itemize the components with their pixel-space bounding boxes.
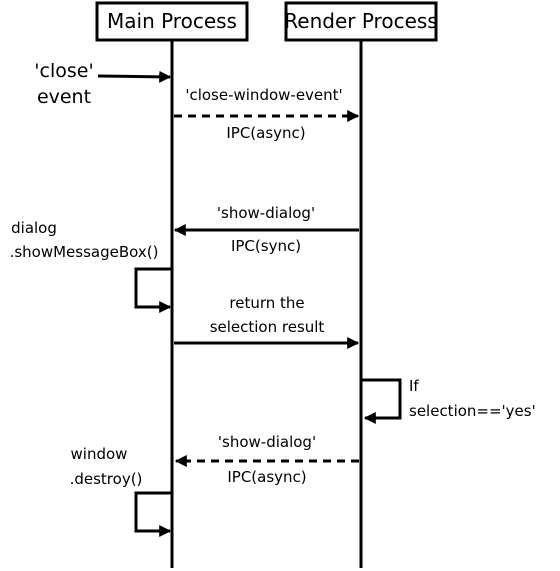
window-destroy-self-arrow xyxy=(134,491,172,537)
return-selection-label-line2: selection result xyxy=(210,318,325,336)
if-selection-self-arrow xyxy=(361,378,402,424)
close-event-label-line1: 'close' xyxy=(34,60,93,82)
show-message-box-label-line2: .showMessageBox() xyxy=(10,243,159,261)
close-event-arrow xyxy=(97,70,172,83)
render-process-box: Render Process xyxy=(284,1,438,42)
close-event-label-line2: event xyxy=(37,86,91,108)
show-message-box-label-line1: dialog xyxy=(11,219,57,237)
show-dialog-sync-label: 'show-dialog' xyxy=(217,204,315,222)
close-window-event-label: 'close-window-event' xyxy=(185,86,342,104)
show-dialog-sync-ipc-label: IPC(sync) xyxy=(231,237,301,255)
return-selection-label-line1: return the xyxy=(229,294,304,312)
show-dialog-async-ipc-label: IPC(async) xyxy=(227,468,306,486)
window-destroy-label-line1: window xyxy=(71,445,128,463)
main-process-box: Main Process xyxy=(95,1,249,42)
close-window-event-ipc-label: IPC(async) xyxy=(226,124,305,142)
if-selection-label-line2: selection=='yes' xyxy=(409,402,536,420)
window-destroy-label-line2: .destroy() xyxy=(70,470,143,488)
if-selection-label-line1: If xyxy=(409,377,419,395)
show-message-box-self-arrow xyxy=(134,267,172,313)
show-dialog-async-label: 'show-dialog' xyxy=(218,433,316,451)
main-process-label: Main Process xyxy=(107,9,237,33)
render-process-label: Render Process xyxy=(284,9,437,33)
